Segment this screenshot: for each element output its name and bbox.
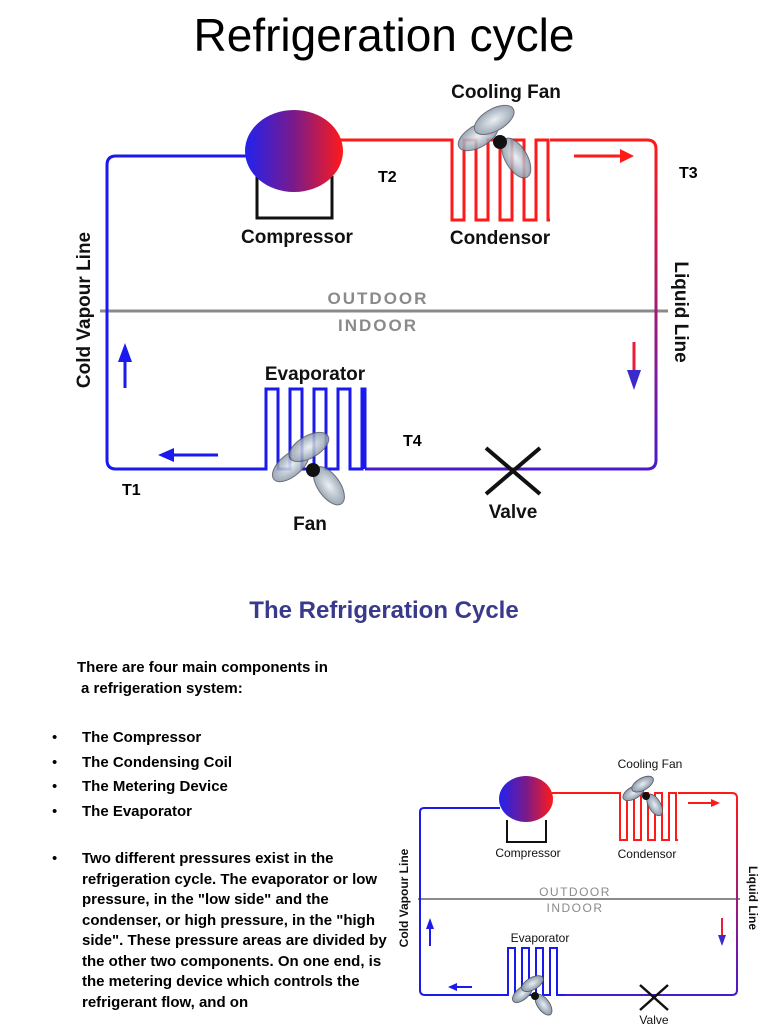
small-liquid-line-label: Liquid Line xyxy=(746,866,760,930)
arrow-left-icon xyxy=(158,448,218,462)
arrow-up-icon xyxy=(118,343,132,388)
component-list: The Compressor The Condensing Coil The M… xyxy=(52,726,392,824)
t2-label: T2 xyxy=(378,169,397,186)
intro-line-1: There are four main components in xyxy=(77,659,328,676)
liquid-line xyxy=(365,138,658,471)
compressor xyxy=(245,110,343,220)
fan-icon xyxy=(271,431,345,506)
small-arrow-left-icon xyxy=(448,983,457,991)
small-circuit xyxy=(419,792,738,996)
arrow-right-icon xyxy=(574,149,634,163)
paragraph-text: Two different pressures exist in the ref… xyxy=(82,850,387,1011)
small-indoor-label: INDOOR xyxy=(547,901,604,915)
small-condenser-coil xyxy=(618,792,678,841)
bullet-marker: • xyxy=(52,850,58,867)
list-item: The Evaporator xyxy=(52,800,392,825)
page-title: Refrigeration cycle xyxy=(193,9,575,61)
list-item: The Condensing Coil xyxy=(52,751,392,776)
small-valve-label: Valve xyxy=(639,1013,668,1024)
small-arrow-up-icon xyxy=(426,918,434,929)
small-cooling-fan-icon xyxy=(622,775,663,817)
fan-label: Fan xyxy=(293,514,327,535)
list-item: The Compressor xyxy=(52,726,392,751)
valve-icon xyxy=(484,446,542,496)
small-valve-icon xyxy=(639,984,669,1011)
small-evaporator-label: Evaporator xyxy=(511,931,570,945)
evaporator-label: Evaporator xyxy=(265,364,366,385)
small-cold-vapour-line-label: Cold Vapour Line xyxy=(397,848,411,947)
cooling-fan-icon xyxy=(457,104,532,179)
small-flow-arrows xyxy=(426,799,726,991)
valve-label: Valve xyxy=(489,502,538,523)
small-arrow-right-icon xyxy=(711,799,720,807)
small-compressor xyxy=(499,776,553,843)
small-arrow-down-icon xyxy=(718,935,726,946)
small-fan-icon xyxy=(512,975,553,1016)
evaporator-coil xyxy=(262,387,367,471)
intro-line-2: a refrigeration system: xyxy=(81,680,243,697)
arrow-down-icon xyxy=(627,342,641,390)
t1-label: T1 xyxy=(122,482,141,499)
cold-vapour-line-label: Cold Vapour Line xyxy=(74,232,95,388)
condensor-label: Condensor xyxy=(450,228,551,249)
refrigerant-circuit xyxy=(105,138,658,471)
cold-vapour-line xyxy=(105,154,262,471)
intro-text: There are four main components in a refr… xyxy=(77,657,397,699)
small-cooling-fan-label: Cooling Fan xyxy=(618,757,683,771)
cooling-fan-label: Cooling Fan xyxy=(451,82,561,103)
section-title: The Refrigeration Cycle xyxy=(249,597,519,624)
refrigeration-cycle-diagram: Cooling Fan Compressor Condensor T2 T3 O… xyxy=(74,82,698,535)
list-item: The Metering Device xyxy=(52,775,392,800)
small-compressor-label: Compressor xyxy=(495,846,560,860)
small-refrigeration-diagram: Cooling Fan Compressor Condensor OUTDOOR… xyxy=(397,757,760,1024)
pressure-paragraph: • Two different pressures exist in the r… xyxy=(52,849,392,1013)
t4-label: T4 xyxy=(403,433,422,450)
small-outdoor-label: OUTDOOR xyxy=(539,885,611,899)
flow-arrows xyxy=(118,149,641,462)
compressor-label: Compressor xyxy=(241,227,354,248)
t3-label: T3 xyxy=(679,165,698,182)
outdoor-label: OUTDOOR xyxy=(328,289,429,308)
liquid-line-label: Liquid Line xyxy=(670,261,691,362)
indoor-label: INDOOR xyxy=(338,316,418,335)
condenser-coil xyxy=(448,138,550,222)
small-condensor-label: Condensor xyxy=(618,847,677,861)
